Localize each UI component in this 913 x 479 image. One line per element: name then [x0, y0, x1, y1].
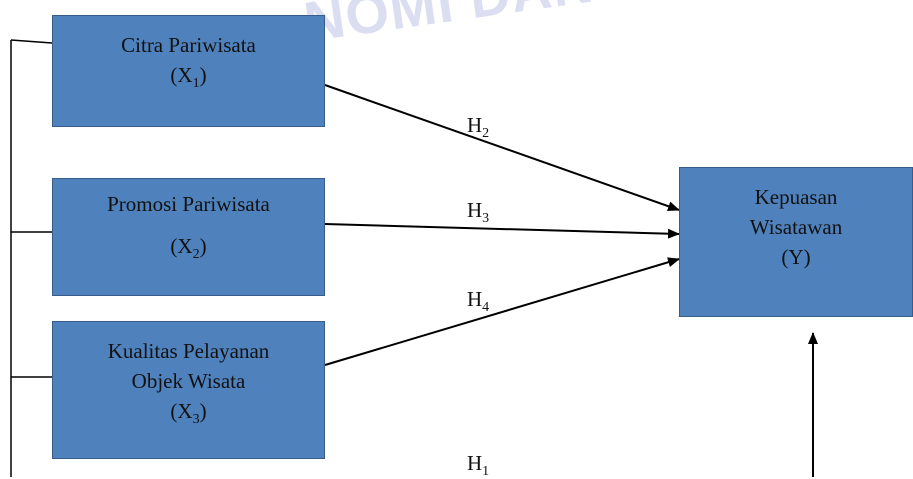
node-y-title-line2: Wisatawan — [749, 215, 843, 239]
arrow-h3 — [324, 223, 680, 239]
bracket-tick-x1 — [10, 39, 53, 44]
node-x3-title-line2: Objek Wisata — [131, 369, 246, 393]
node-x1-variable: (X1) — [170, 63, 207, 91]
node-x3-kualitas-pelayanan: Kualitas Pelayanan Objek Wisata (X3) — [52, 321, 325, 459]
label-h1: H1 — [467, 451, 490, 479]
label-h2: H2 — [467, 113, 490, 141]
node-y-title-line1: Kepuasan — [754, 185, 838, 209]
node-x1-citra-pariwisata: Citra Pariwisata (X1) — [52, 15, 325, 127]
node-x2-variable: (X2) — [170, 234, 207, 262]
arrow-h2 — [324, 84, 680, 212]
node-y-kepuasan-wisatawan: Kepuasan Wisatawan (Y) — [679, 167, 913, 317]
label-h3: H3 — [467, 198, 490, 226]
node-x2-promosi-pariwisata: Promosi Pariwisata (X2) — [52, 178, 325, 296]
node-x1-title: Citra Pariwisata — [121, 33, 256, 57]
arrow-h4 — [324, 257, 680, 366]
label-h4: H4 — [467, 287, 490, 315]
node-x3-variable: (X3) — [170, 399, 207, 427]
node-y-variable: (Y) — [781, 245, 811, 269]
node-x2-title: Promosi Pariwisata — [107, 192, 270, 216]
node-x3-title-line1: Kualitas Pelayanan — [107, 339, 270, 363]
